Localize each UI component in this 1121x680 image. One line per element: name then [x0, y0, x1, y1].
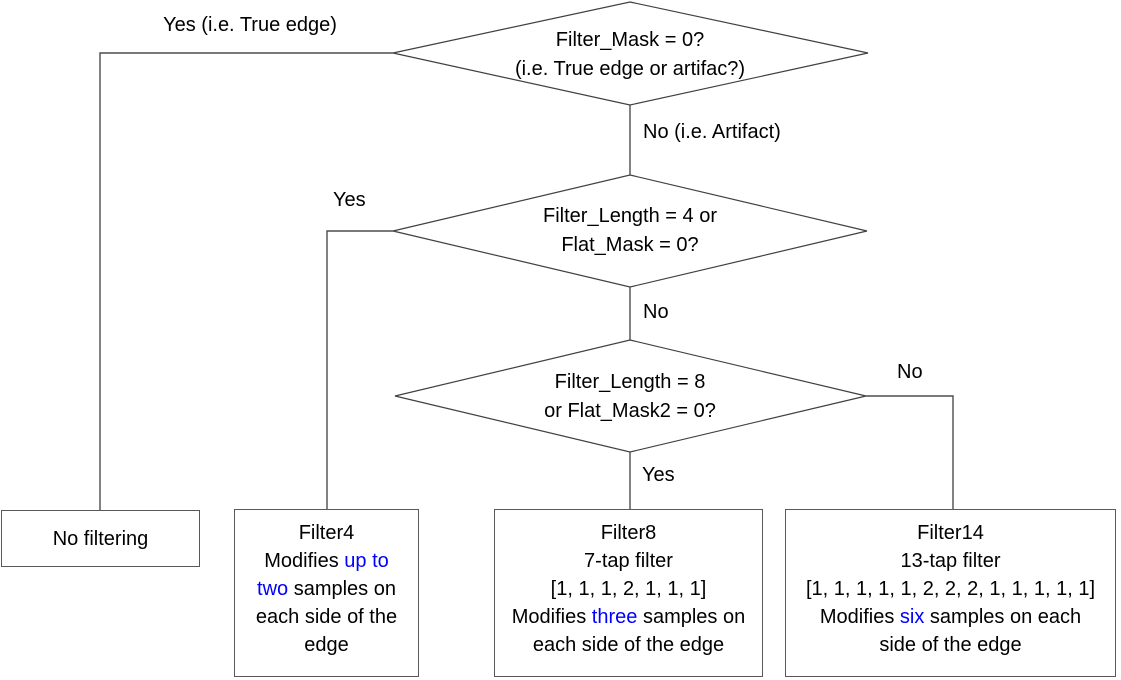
box-filter14: Filter14 13-tap filter [1, 1, 1, 1, 1, 2…	[785, 509, 1116, 677]
decision-2-yes-label: Yes	[333, 189, 366, 211]
decision-3-line2: or Flat_Mask2 = 0?	[544, 400, 716, 422]
decision-1-line1: Filter_Mask = 0?	[555, 29, 705, 51]
decision-3-text: Filter_Length = 8 or Flat_Mask2 = 0?	[430, 368, 830, 426]
decision-2-line2: Flat_Mask = 0?	[561, 234, 699, 256]
decision-3-no-label: No	[897, 361, 923, 383]
connector-yes-to-no-filtering	[99, 52, 393, 510]
box-filter4: Filter4 Modifies up to two samples on ea…	[234, 509, 419, 677]
box-filter8: Filter8 7-tap filter [1, 1, 1, 2, 1, 1, …	[494, 509, 763, 677]
decision-3-yes-label: Yes	[642, 464, 675, 486]
filter14-coefficients: [1, 1, 1, 1, 1, 2, 2, 2, 1, 1, 1, 1, 1]	[805, 578, 1096, 600]
filter14-description: Modifies six samples on each side of the…	[802, 603, 1099, 659]
decision-1-yes-label: Yes (i.e. True edge)	[163, 14, 337, 36]
no-filtering-title: No filtering	[52, 527, 149, 550]
decision-1-line2: (i.e. True edge or artifac?)	[514, 58, 746, 80]
filter4-title: Filter4	[298, 522, 355, 544]
filter14-desc-seg2: samples on each side of the edge	[879, 606, 1082, 656]
decision-1-no-label: No (i.e. Artifact)	[643, 121, 781, 143]
decision-1-text: Filter_Mask = 0? (i.e. True edge or arti…	[430, 26, 830, 84]
filter8-title: Filter8	[600, 522, 657, 544]
filter4-description: Modifies up to two samples on each side …	[247, 547, 406, 659]
decision-2-no-label: No	[643, 301, 669, 323]
filter8-subtitle: 7-tap filter	[584, 550, 673, 572]
decision-2-line1: Filter_Length = 4 or	[543, 205, 717, 227]
filter8-desc-seg0: Modifies	[511, 606, 592, 628]
box-no-filtering: No filtering	[1, 510, 200, 567]
filter14-desc-seg0: Modifies	[819, 606, 900, 628]
filter14-desc-highlight: six	[899, 606, 925, 628]
filter4-desc-seg2: samples on each side of the edge	[255, 578, 398, 656]
connector-yes-to-filter4	[326, 230, 393, 509]
filter8-description: Modifies three samples on each side of t…	[507, 603, 750, 659]
decision-3-line1: Filter_Length = 8	[554, 371, 706, 393]
connector-no-to-filter14	[866, 395, 954, 509]
filter4-desc-seg0: Modifies	[264, 550, 345, 572]
filter8-coefficients: [1, 1, 1, 2, 1, 1, 1]	[550, 578, 707, 600]
filter4-desc-highlight: up to two	[257, 550, 389, 600]
filter14-title: Filter14	[917, 522, 984, 544]
decision-2-text: Filter_Length = 4 or Flat_Mask = 0?	[430, 202, 830, 260]
filter14-subtitle: 13-tap filter	[900, 550, 1001, 572]
filter8-desc-highlight: three	[591, 606, 638, 628]
filter8-desc-seg2: samples on each side of the edge	[532, 606, 746, 656]
